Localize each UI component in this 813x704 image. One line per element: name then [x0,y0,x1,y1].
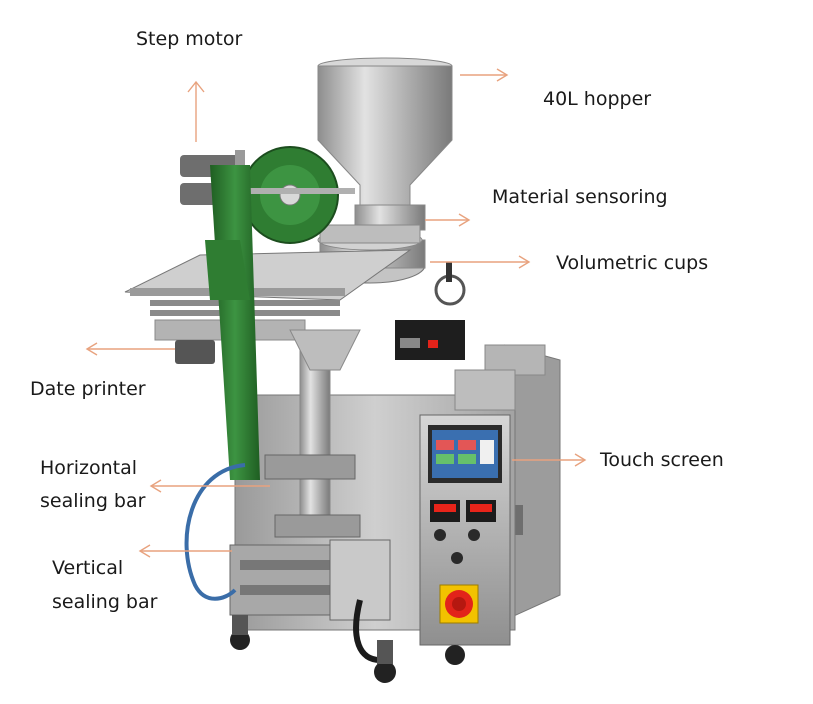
label-material-sensoring: Material sensoring [492,186,668,208]
horizontal-sealing-jaws [264,454,361,538]
label-hopper: 40L hopper [543,88,652,110]
film-roll [241,146,355,244]
packaging-film [205,165,260,480]
label-horizontal-sealing-bar-line2: sealing bar [40,490,146,512]
hopper [317,57,453,231]
label-step-motor: Step motor [136,28,243,50]
date-printer [175,320,465,364]
control-panel [419,414,511,646]
forming-tube [289,329,361,531]
cable [184,463,246,601]
label-horizontal-sealing-bar-line1: Horizontal [40,457,138,479]
label-date-printer: Date printer [30,378,146,400]
side-cabinet [484,344,561,621]
label-vertical-sealing-bar-line2: sealing bar [52,591,158,613]
cable [353,599,381,663]
black-button [468,529,480,541]
green-button [434,529,446,541]
label-touch-screen: Touch screen [600,449,724,471]
label-volumetric-cups: Volumetric cups [556,252,709,274]
vertical-sealing-assembly [229,539,391,621]
casters [230,615,465,683]
label-vertical-sealing-bar-line1: Vertical [52,557,124,579]
red-button [451,552,463,564]
callout-arrows [85,68,587,558]
